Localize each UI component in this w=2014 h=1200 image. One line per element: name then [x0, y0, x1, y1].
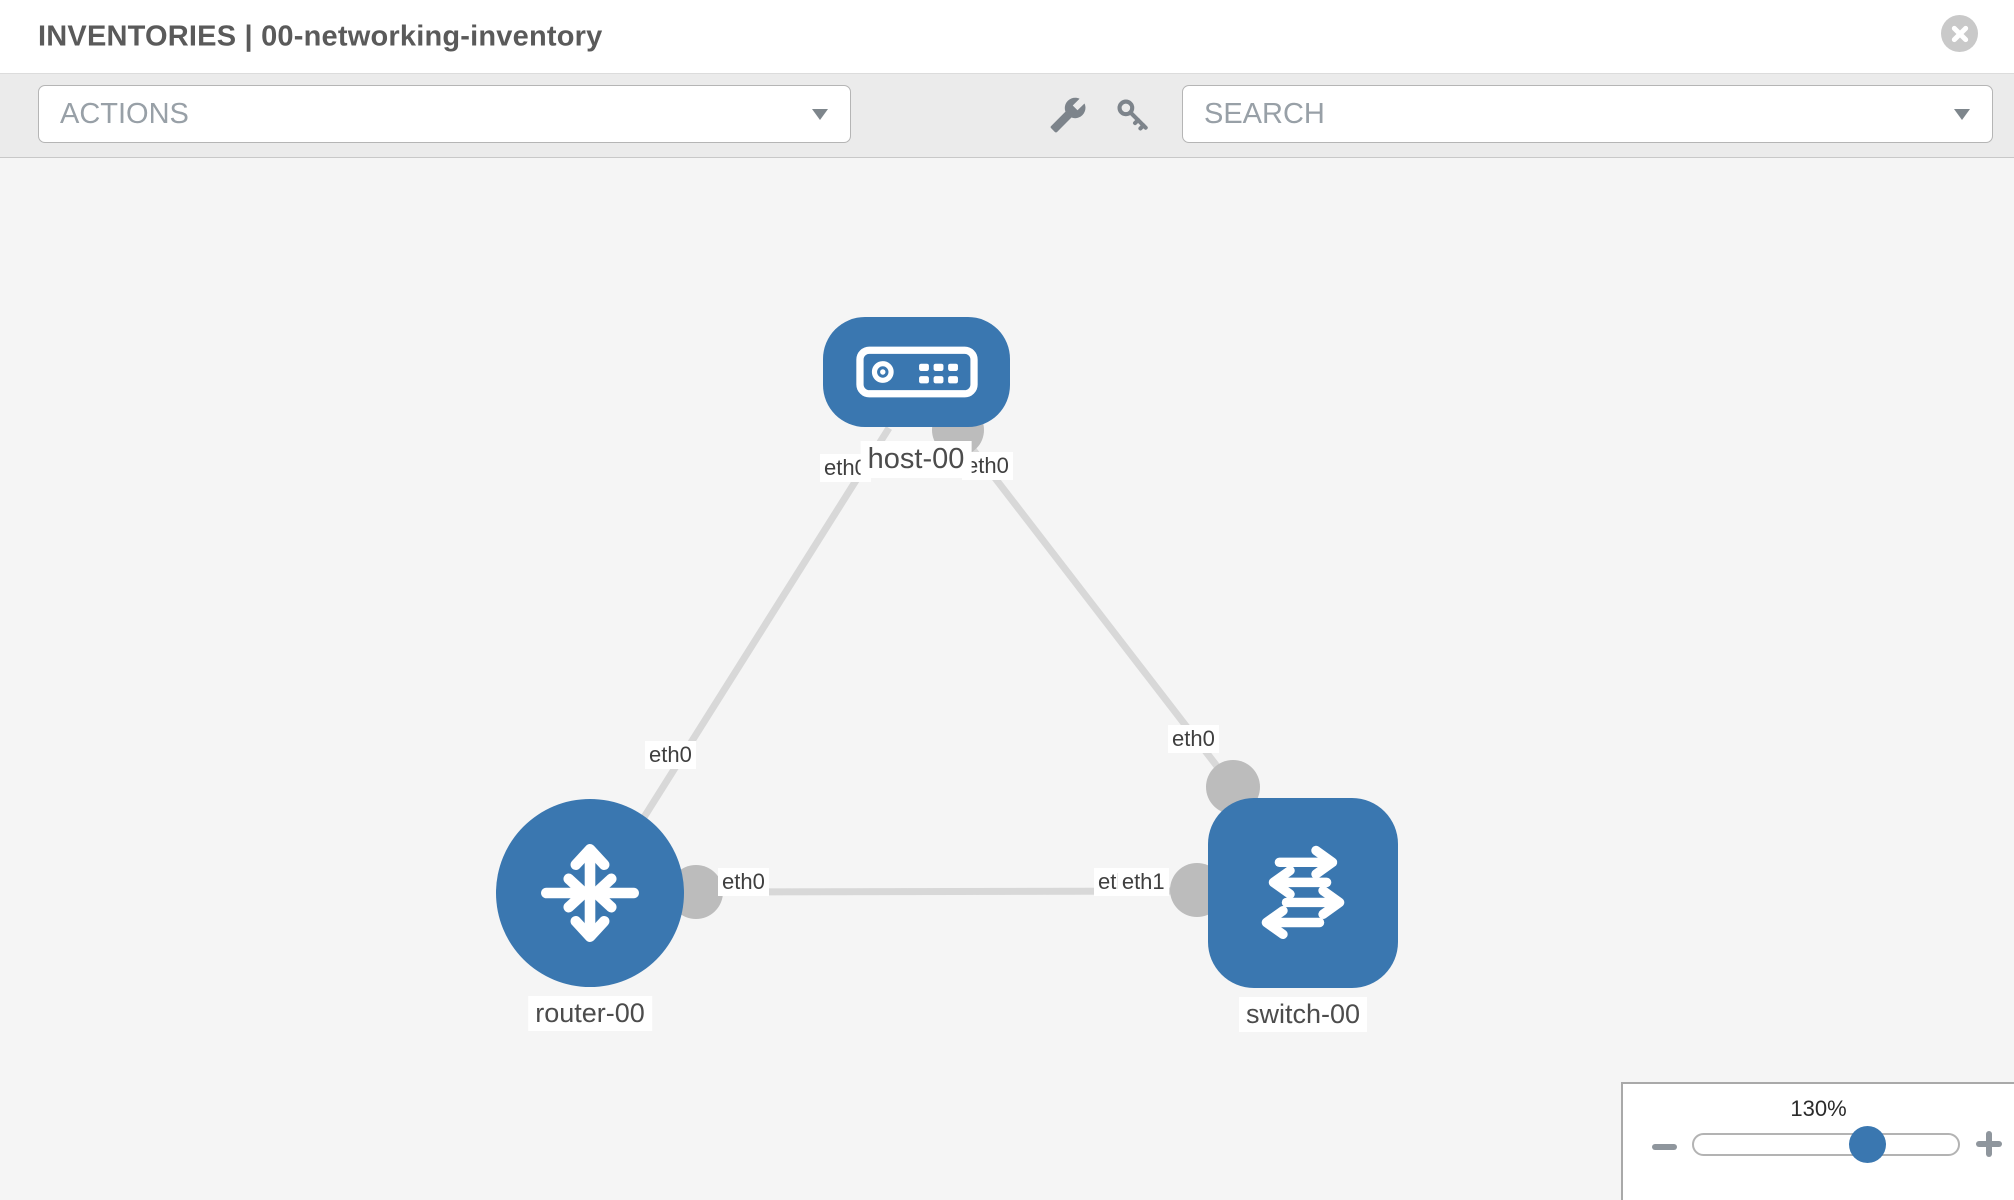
links-layer — [587, 404, 1260, 919]
eth-label-link-mid: eth0 — [645, 741, 696, 769]
router-icon — [541, 844, 639, 942]
close-button[interactable] — [1941, 15, 1978, 52]
header: INVENTORIES | 00-networking-inventory — [0, 0, 2014, 73]
search-placeholder: SEARCH — [1204, 97, 1325, 130]
chevron-down-icon — [812, 109, 828, 120]
zoom-slider-handle[interactable] — [1849, 1126, 1886, 1163]
zoom-panel: 130% — [1621, 1082, 2014, 1200]
page-title: INVENTORIES | 00-networking-inventory — [38, 20, 603, 52]
node-label-switch: switch-00 — [1238, 997, 1368, 1032]
zoom-in-button[interactable] — [1975, 1130, 2003, 1158]
node-host-00[interactable] — [823, 317, 1010, 427]
toolbar: ACTIONS SEARCH — [0, 73, 2014, 158]
actions-dropdown-label: ACTIONS — [60, 97, 189, 130]
host-icon — [855, 346, 978, 398]
node-router-00[interactable] — [496, 799, 684, 987]
minus-icon — [1652, 1144, 1677, 1150]
eth-label-switch-left: eth0 eth1 — [1094, 868, 1169, 896]
zoom-level: 130% — [1790, 1096, 1847, 1121]
eth-label-switch-top: eth0 — [1168, 725, 1219, 753]
node-switch-00[interactable] — [1208, 798, 1398, 988]
node-label-router: router-00 — [528, 996, 652, 1031]
actions-dropdown[interactable]: ACTIONS — [38, 85, 851, 143]
eth-label-router-right: eth0 — [718, 868, 769, 896]
zoom-out-button[interactable] — [1650, 1137, 1679, 1157]
node-label-host: host-00 — [860, 441, 972, 478]
search-dropdown[interactable]: SEARCH — [1182, 85, 1993, 143]
topology-canvas[interactable]: host-00 router-00 switch-00 eth0 eth0 et… — [0, 158, 2014, 1200]
wrench-icon[interactable] — [1049, 96, 1087, 134]
chevron-down-icon — [1954, 109, 1970, 120]
switch-icon — [1261, 845, 1345, 940]
key-icon[interactable] — [1114, 96, 1152, 134]
zoom-slider-track[interactable] — [1692, 1126, 1960, 1163]
